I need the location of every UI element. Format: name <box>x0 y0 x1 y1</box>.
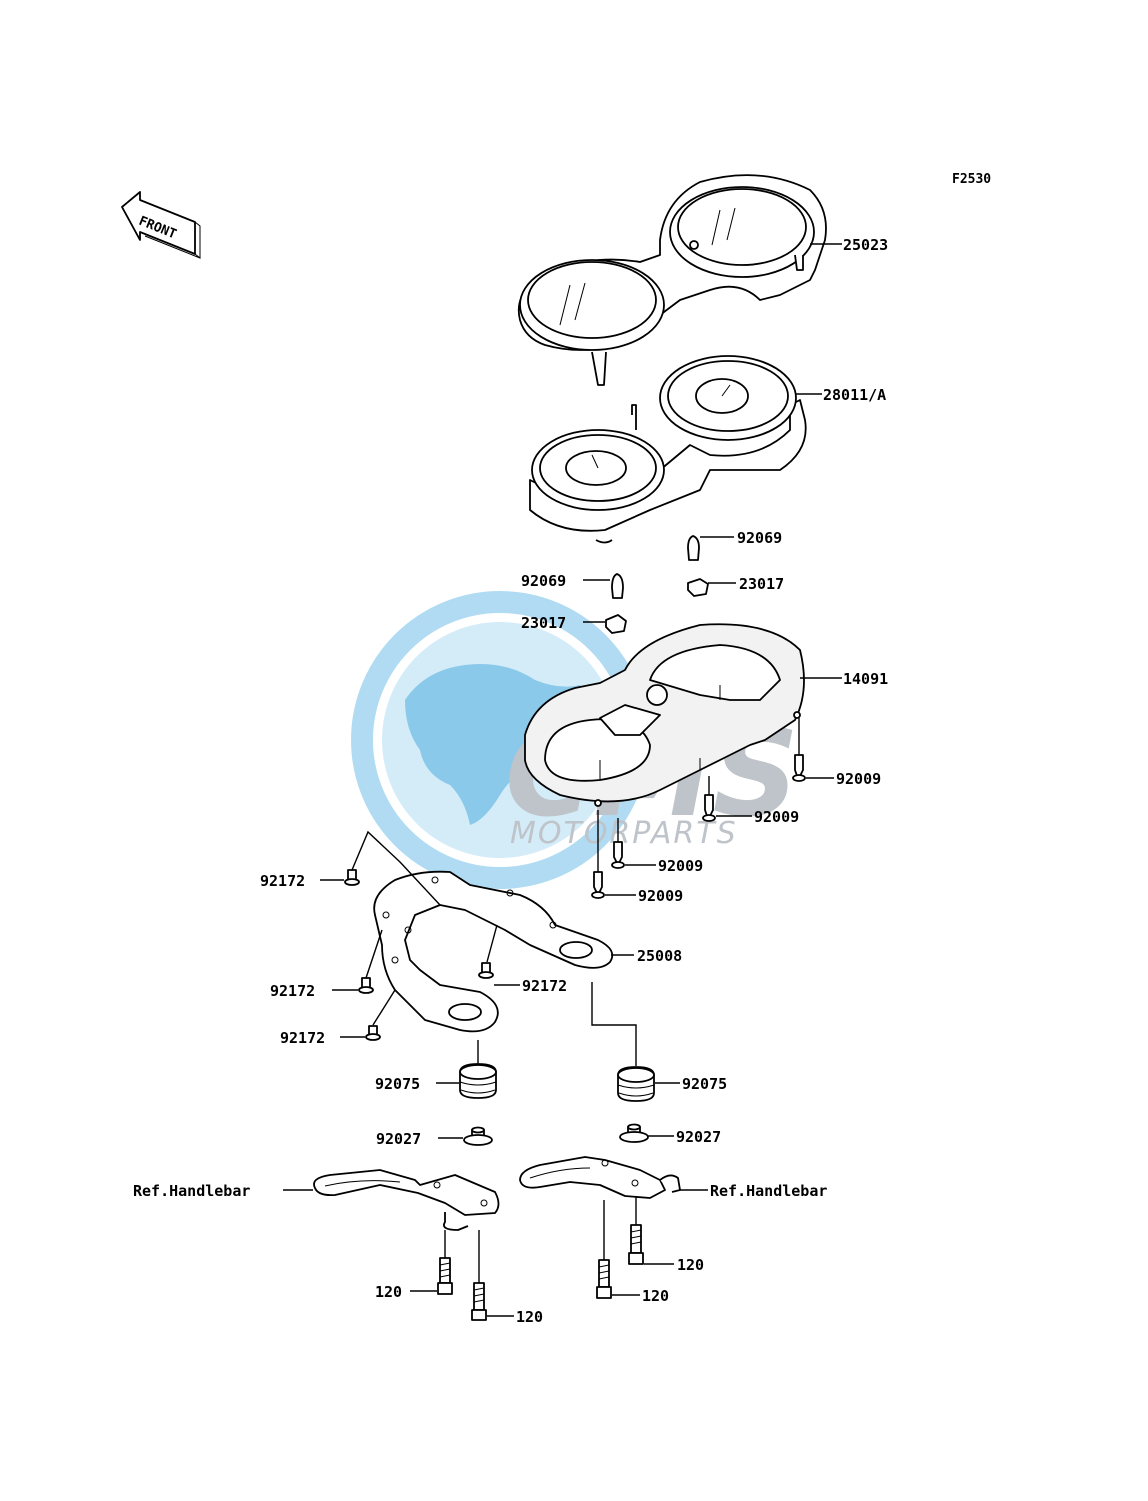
label-92069-left: 92069 <box>521 572 566 590</box>
label-92069-right: 92069 <box>737 529 782 547</box>
label-ref-handlebar-left: Ref.Handlebar <box>133 1182 250 1200</box>
screw-part-b <box>702 794 716 822</box>
label-14091: 14091 <box>843 670 888 688</box>
grommet-part-left <box>459 1063 497 1099</box>
front-arrow-icon: FRONT <box>121 191 201 260</box>
label-28011a: 28011/A <box>823 386 886 404</box>
label-92027-right: 92027 <box>676 1128 721 1146</box>
label-120-d: 120 <box>642 1287 669 1305</box>
label-92009-b: 92009 <box>754 808 799 826</box>
meter-cover-part <box>517 174 827 386</box>
collar-part-left <box>463 1126 493 1146</box>
bolt-120-part-c <box>628 1224 644 1265</box>
label-23017-right: 23017 <box>739 575 784 593</box>
label-92172-c: 92172 <box>280 1029 325 1047</box>
label-120-b: 120 <box>375 1283 402 1301</box>
label-92009-d: 92009 <box>638 887 683 905</box>
watermark-subtext: MOTORPARTS <box>510 816 738 851</box>
grommet-part-right <box>617 1066 655 1102</box>
meter-assembly-part <box>529 355 807 544</box>
handlebar-holder-right <box>519 1156 681 1199</box>
bulb-part-right <box>687 535 700 561</box>
collar-part-right <box>619 1123 649 1143</box>
bolt-part-d <box>478 962 494 979</box>
label-25023: 25023 <box>843 236 888 254</box>
bolt-part-c <box>365 1025 381 1041</box>
socket-part-right <box>687 578 709 597</box>
screw-part-a <box>792 754 806 782</box>
bolt-part-b <box>358 977 374 994</box>
label-120-c: 120 <box>677 1256 704 1274</box>
label-ref-handlebar-right: Ref.Handlebar <box>710 1182 827 1200</box>
figure-code: F2530 <box>952 172 991 187</box>
meter-case-part <box>524 623 805 807</box>
screw-part-d <box>591 871 605 899</box>
label-92075-left: 92075 <box>375 1075 420 1093</box>
bolt-part-a <box>344 869 360 886</box>
label-92009-c: 92009 <box>658 857 703 875</box>
label-23017-left: 23017 <box>521 614 566 632</box>
label-92172-b: 92172 <box>270 982 315 1000</box>
label-25008: 25008 <box>637 947 682 965</box>
bolt-120-part-b <box>437 1257 453 1295</box>
label-92009-a: 92009 <box>836 770 881 788</box>
meter-bracket-part <box>373 870 614 1033</box>
bolt-120-part-a <box>471 1282 487 1321</box>
label-92172-a: 92172 <box>260 872 305 890</box>
socket-part-left <box>605 614 627 634</box>
bolt-120-part-d <box>596 1259 612 1299</box>
label-92075-right: 92075 <box>682 1075 727 1093</box>
label-92027-left: 92027 <box>376 1130 421 1148</box>
label-92172-d: 92172 <box>522 977 567 995</box>
label-120-a: 120 <box>516 1308 543 1326</box>
handlebar-holder-left <box>313 1169 500 1231</box>
screw-part-c <box>611 841 625 869</box>
bulb-part-left <box>611 573 624 599</box>
